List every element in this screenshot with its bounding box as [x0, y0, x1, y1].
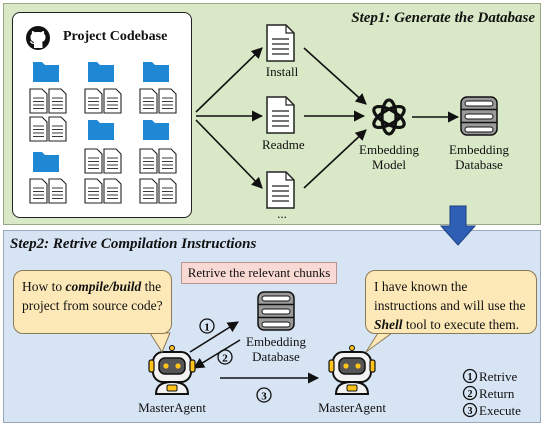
folder-icon — [88, 120, 114, 140]
question-bubble-tail — [149, 332, 171, 354]
master-agent-left-label: MasterAgent — [138, 400, 206, 415]
arrow-install-to-model — [303, 47, 367, 105]
embedding-database-mid-label: Embedding Database — [243, 334, 309, 364]
arrow-retrieve — [189, 321, 239, 353]
legend-return: Return — [479, 386, 515, 401]
legend-num-1-text: 1 — [468, 372, 473, 383]
file-pair-icon — [29, 116, 67, 142]
embedding-database-line2: Database — [455, 157, 503, 172]
folder-icon — [143, 62, 169, 82]
arrow-codebase-to-install — [195, 47, 263, 113]
codebase-title: Project Codebase — [63, 29, 168, 44]
file-pair-icon — [29, 178, 67, 204]
down-arrow-icon — [439, 205, 477, 246]
file-pair-icon — [29, 88, 67, 114]
install-doc-icon — [266, 24, 295, 62]
codebase-files-grid — [29, 62, 177, 204]
file-pair-icon — [84, 178, 122, 204]
answer-bubble: I have known the instructions and will u… — [365, 270, 537, 334]
file-pair-icon — [139, 88, 177, 114]
step-num-2: 2 — [217, 349, 233, 365]
master-agent-right-icon — [328, 345, 376, 395]
embedding-database-icon — [460, 96, 498, 136]
legend-num-3-text: 3 — [468, 406, 473, 417]
answer-bubble-tail — [365, 332, 394, 353]
question-text-post: the project from source code? — [22, 279, 163, 313]
file-pair-icon — [84, 88, 122, 114]
embedding-database-mid-icon — [257, 291, 295, 331]
readme-label: Readme — [262, 137, 305, 152]
arrow-return — [193, 339, 241, 369]
step1-title: Step1: Generate the Database — [351, 10, 535, 26]
legend-num-1: 1 — [462, 368, 478, 384]
step2-title: Step2: Retrive Compilation Instructions — [10, 236, 257, 252]
embedding-database-label: Embedding Database — [446, 142, 512, 172]
folder-icon — [143, 120, 169, 140]
retrieve-chunks-chip: Retrive the relevant chunks — [181, 262, 337, 284]
readme-doc-icon — [266, 96, 295, 134]
master-agent-right-label: MasterAgent — [318, 400, 386, 415]
embedding-model-label: Embedding Model — [356, 142, 422, 172]
question-bubble: How to compile/build the project from so… — [13, 270, 172, 334]
file-pair-icon — [139, 148, 177, 174]
file-pair-icon — [84, 148, 122, 174]
arrow-codebase-to-other — [195, 119, 263, 189]
step-num-1-text: 1 — [204, 322, 210, 334]
other-doc-icon — [266, 171, 295, 209]
question-text-emph: compile/build — [65, 279, 142, 294]
legend-num-2-text: 2 — [468, 389, 473, 400]
step-num-1: 1 — [199, 318, 215, 334]
file-pair-icon — [139, 178, 177, 204]
step-num-3-text: 3 — [261, 391, 267, 403]
other-doc-label: ... — [277, 206, 287, 221]
embedding-model-icon — [372, 98, 406, 136]
step-num-2-text: 2 — [222, 353, 228, 365]
project-codebase-box: Project Codebase — [12, 12, 192, 218]
answer-text-pre: I have known the instructions and will u… — [374, 279, 526, 313]
embedding-database-mid-line1: Embedding — [246, 334, 306, 349]
answer-text-emph: Shell — [374, 317, 403, 332]
embedding-database-mid-line2: Database — [252, 349, 300, 364]
embedding-model-line2: Model — [372, 157, 406, 172]
install-label: Install — [265, 64, 299, 79]
answer-text-post: tool to execute them. — [402, 317, 520, 332]
github-icon — [26, 26, 50, 50]
master-agent-left-icon — [148, 345, 196, 395]
legend-num-3: 3 — [462, 402, 478, 418]
arrow-other-to-model — [303, 129, 367, 189]
legend-retrive: Retrive — [479, 369, 518, 384]
step-num-3: 3 — [256, 387, 272, 403]
folder-icon — [33, 62, 59, 82]
question-text-pre: How to — [22, 279, 66, 294]
embedding-database-line1: Embedding — [449, 142, 509, 157]
folder-icon — [33, 152, 59, 172]
embedding-model-line1: Embedding — [359, 142, 419, 157]
folder-icon — [88, 62, 114, 82]
legend-num-2: 2 — [462, 385, 478, 401]
legend-execute: Execute — [479, 403, 521, 418]
